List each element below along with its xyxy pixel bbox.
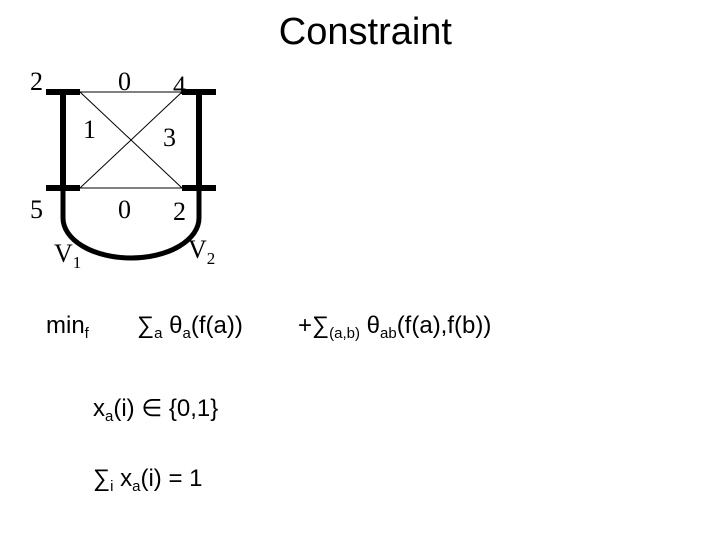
slide-title: Constraint <box>278 11 452 53</box>
objective-min: minf <box>46 312 89 342</box>
objective-unary-sum: ∑a θa(f(a)) <box>137 312 243 342</box>
unary-v1-bottom: 5 <box>30 195 43 224</box>
variable-arc <box>60 188 202 261</box>
pairwise-top: 0 <box>118 67 131 96</box>
unary-v2-top: 4 <box>173 71 186 100</box>
unary-v1-top: 2 <box>30 67 43 96</box>
vertex-label-v1: V1 <box>54 239 81 272</box>
constraint-binary: xa(i) ∈ {0,1} <box>93 395 219 425</box>
pairwise-bottom: 0 <box>118 195 131 224</box>
vertex-label-v2: V2 <box>188 235 215 268</box>
constraint-sum-to-one: ∑i xa(i) = 1 <box>93 465 203 495</box>
objective-pairwise-sum: +∑(a,b) θab(f(a),f(b)) <box>298 312 492 342</box>
pairwise-cross-1: 1 <box>83 115 96 144</box>
unary-v2-bottom: 2 <box>173 197 186 226</box>
pairwise-edge-cross-up <box>79 91 183 189</box>
pairwise-cross-2: 3 <box>163 123 176 152</box>
